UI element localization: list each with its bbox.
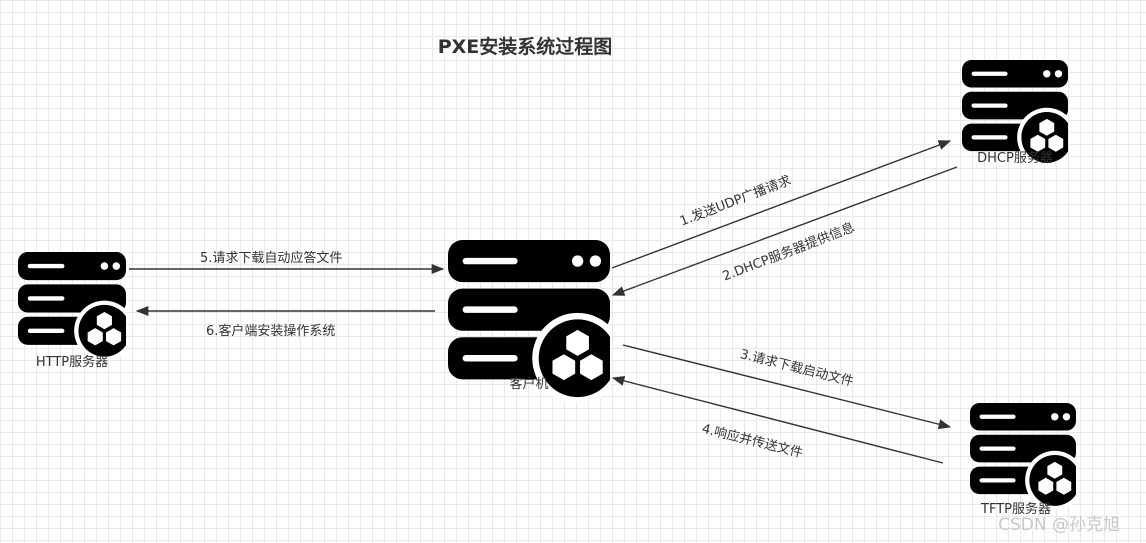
edge-3-arrow bbox=[622, 344, 952, 430]
http-server-icon bbox=[18, 252, 126, 360]
client-label: 客户机 bbox=[509, 377, 549, 392]
watermark: CSDN @孙克旭 bbox=[998, 515, 1120, 535]
tftp-server-icon bbox=[970, 403, 1076, 509]
edge-1-arrow bbox=[611, 140, 952, 269]
edge-6-label: 6.客户端安装操作系统 bbox=[206, 324, 336, 339]
http-server-label: HTTP服务器 bbox=[35, 355, 109, 370]
edge-4-arrow bbox=[611, 375, 944, 464]
edge-5-label: 5.请求下载自动应答文件 bbox=[200, 251, 343, 266]
dhcp-server-label: DHCP服务器 bbox=[977, 151, 1053, 166]
edge-2-arrow bbox=[611, 166, 958, 296]
diagram-title: PXE安装系统过程图 bbox=[437, 36, 613, 58]
tftp-server-label: TFTP服务器 bbox=[981, 502, 1051, 517]
